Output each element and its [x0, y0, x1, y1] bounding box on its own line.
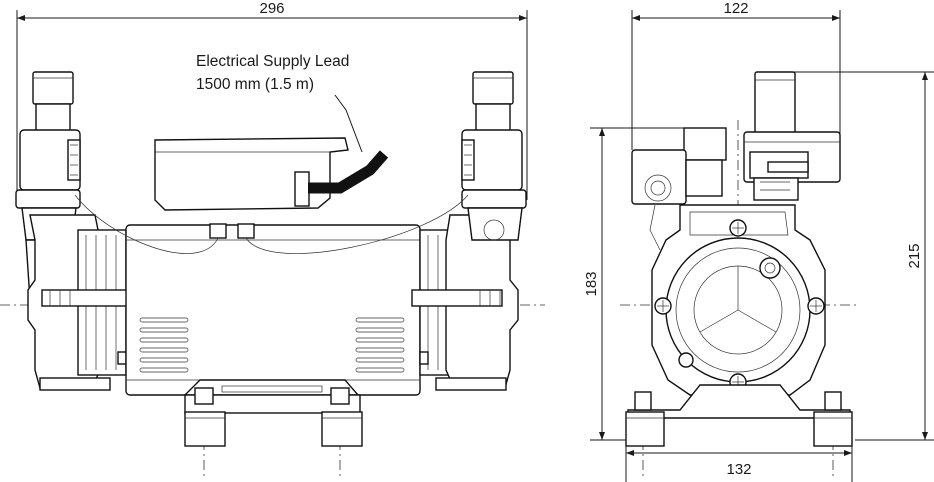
side-view-dimension-296: 296	[16, 0, 528, 200]
junction-box	[154, 137, 349, 239]
left-foot	[184, 387, 226, 447]
base-plate	[183, 379, 361, 414]
motor-body	[125, 224, 421, 396]
end-top-valve	[631, 71, 841, 205]
supply-lead-label-line2: 1500 mm (1.5 m)	[196, 76, 314, 93]
electrical-supply-cable	[308, 150, 389, 194]
side-view-pump	[0, 71, 545, 478]
end-right-foot	[813, 391, 853, 447]
right-inlet-valve	[461, 71, 527, 241]
end-view-pump	[620, 71, 860, 478]
end-view-dimension-132: 132	[625, 440, 853, 482]
supply-lead-label-line1: Electrical Supply Lead	[196, 53, 349, 70]
end-view-dimension-215: 215	[780, 71, 934, 441]
end-left-foot	[625, 391, 665, 447]
end-base-bracket	[627, 384, 851, 419]
dim-296-label: 296	[259, 0, 284, 17]
end-view-dimension-122: 122	[631, 0, 841, 150]
end-main-housing	[651, 204, 826, 396]
dim-215-label: 215	[906, 243, 923, 268]
dim-132-label: 132	[726, 461, 751, 478]
dim-122-label: 122	[723, 0, 748, 17]
left-vent-slots	[139, 317, 189, 373]
supply-lead-callout: Electrical Supply Lead 1500 mm (1.5 m)	[196, 53, 363, 153]
end-view-dimension-183: 183	[583, 127, 700, 441]
right-pump-head	[411, 214, 519, 391]
left-wire	[74, 194, 219, 254]
right-wire	[245, 194, 469, 254]
right-vent-slots	[355, 317, 405, 373]
dim-183-label: 183	[583, 271, 600, 296]
left-pump-head	[27, 214, 133, 391]
right-foot	[321, 387, 363, 447]
end-wire	[649, 204, 661, 251]
